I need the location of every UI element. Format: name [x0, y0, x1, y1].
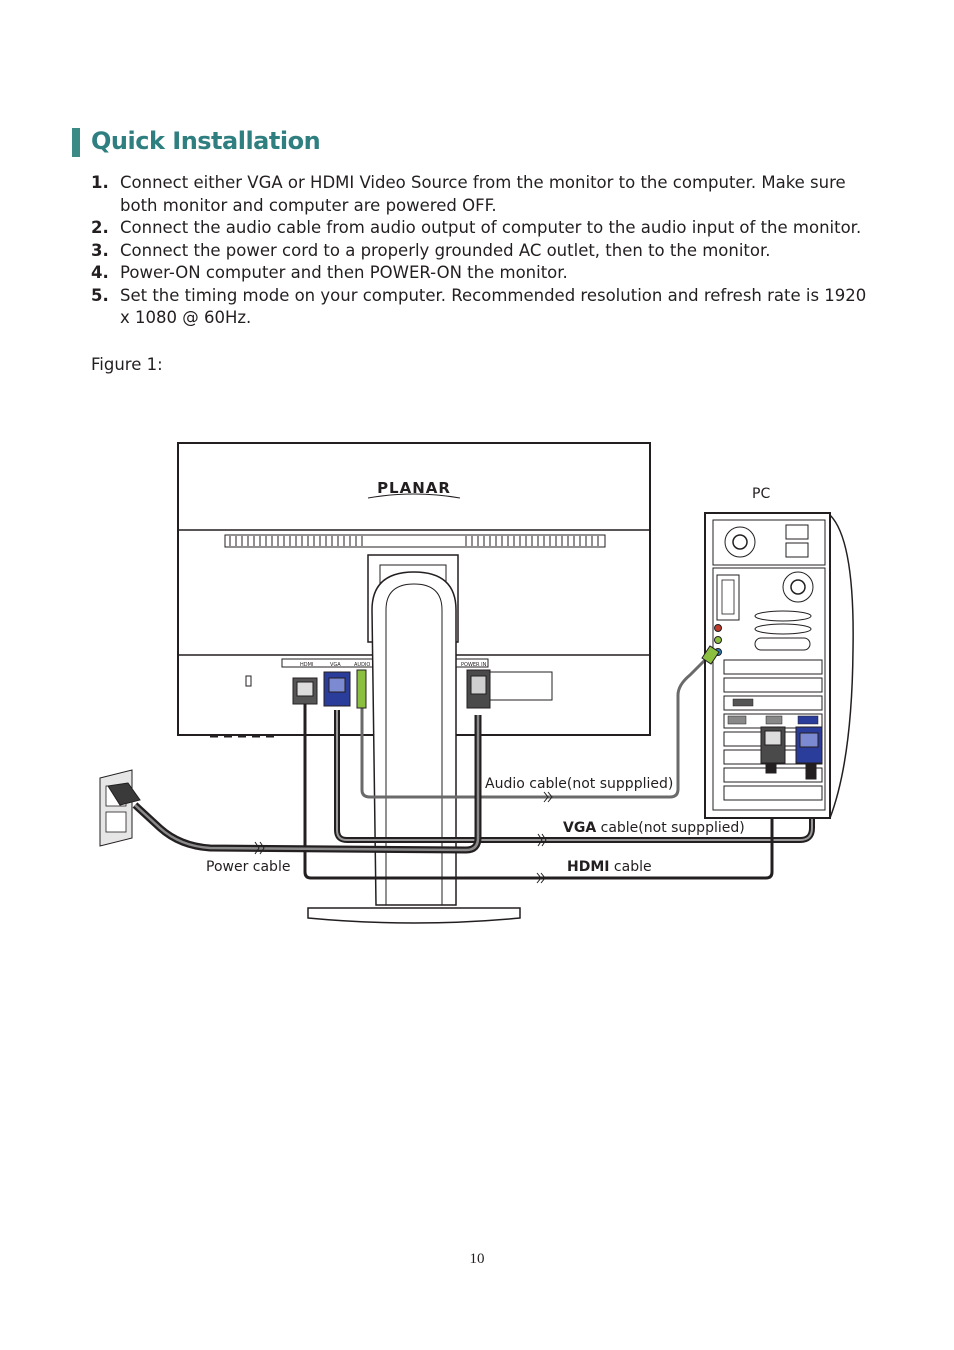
step-item: 5. Set the timing mode on your computer.…: [91, 285, 871, 330]
heading-accent-bar: [72, 128, 80, 157]
hdmi-cable-label-bold: HDMI: [567, 859, 609, 875]
brand-logo: PLANAR: [377, 479, 451, 497]
port-label-power: POWER IN: [461, 662, 487, 668]
vga-cable-label-rest: cable(not suppplied): [596, 820, 745, 836]
step-item: 2. Connect the audio cable from audio ou…: [91, 217, 871, 240]
port-label-vga: VGA: [330, 662, 341, 668]
step-item: 1. Connect either VGA or HDMI Video Sour…: [91, 172, 871, 217]
step-item: 3. Connect the power cord to a properly …: [91, 240, 871, 263]
page-number: 10: [469, 1251, 485, 1267]
hdmi-cable-label: HDMI cable: [567, 859, 652, 875]
cable-break-marks: [254, 791, 553, 884]
connection-diagram: PLANAR HDMI VGA AUDIO IN POWER IN: [99, 442, 854, 924]
hdmi-cable-label-rest: cable: [609, 859, 651, 875]
pc-label: PC: [752, 486, 770, 502]
step-number: 1.: [91, 173, 109, 192]
pc-tower-illustration: [704, 512, 854, 819]
step-text: Connect the power cord to a properly gro…: [120, 240, 771, 260]
monitor-connectors: [292, 669, 491, 709]
port-label-audio: AUDIO IN: [354, 662, 377, 668]
installation-steps: 1. Connect either VGA or HDMI Video Sour…: [91, 172, 871, 330]
wall-outlet: [99, 769, 141, 847]
step-number: 3.: [91, 240, 109, 260]
page-title: Quick Installation: [91, 127, 321, 155]
brand-swoosh: [367, 493, 461, 499]
step-text: Power-ON computer and then POWER-ON the …: [120, 263, 568, 282]
step-number: 5.: [91, 285, 109, 305]
step-text: Set the timing mode on your computer. Re…: [120, 285, 867, 328]
port-label-hdmi: HDMI: [300, 662, 313, 668]
power-cable-label: Power cable: [206, 859, 290, 875]
hdmi-cable: [303, 700, 774, 880]
cable-routes: [132, 658, 815, 880]
audio-cable: [360, 658, 707, 799]
vga-cable-label-bold: VGA: [563, 820, 596, 836]
step-text: Connect either VGA or HDMI Video Source …: [120, 173, 846, 215]
step-number: 2.: [91, 218, 109, 237]
figure-caption: Figure 1:: [91, 355, 163, 374]
pc-connectors: [701, 645, 823, 780]
audio-cable-label: Audio cable(not suppplied): [485, 776, 673, 792]
monitor-stand: [307, 571, 521, 924]
step-number: 4.: [91, 263, 109, 282]
step-text: Connect the audio cable from audio outpu…: [120, 218, 862, 237]
vga-cable-label: VGA cable(not suppplied): [563, 820, 745, 836]
step-item: 4. Power-ON computer and then POWER-ON t…: [91, 262, 871, 285]
